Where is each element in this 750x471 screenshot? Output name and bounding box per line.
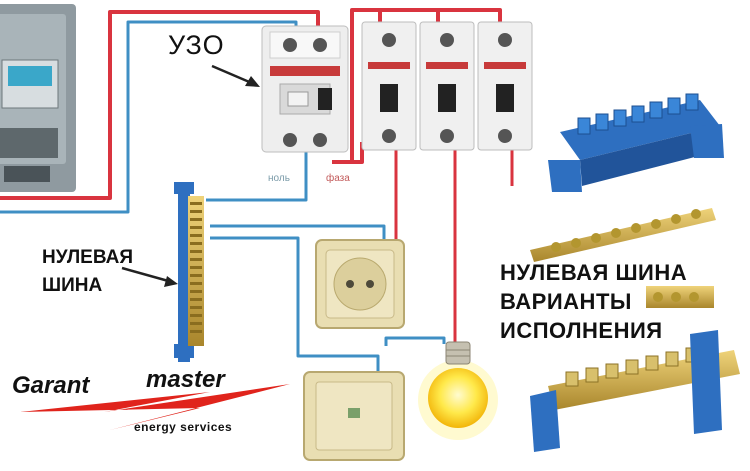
rcd-device — [261, 25, 349, 153]
zero-bus-pointer-arrow — [121, 266, 178, 287]
uzo-label: УЗО — [168, 30, 225, 60]
circuit-breaker-1 — [361, 21, 417, 151]
electricity-meter — [0, 4, 76, 192]
logo-word-master: master — [146, 366, 225, 393]
bus-variants-label: НУЛЕВАЯ ШИНА ВАРИАНТЫ ИСПОЛНЕНИЯ — [500, 258, 687, 345]
zero-bus-label-line1: НУЛЕВАЯ — [42, 247, 133, 268]
zero-bus-label-line2: ШИНА — [42, 275, 103, 296]
light-bulb — [418, 341, 498, 440]
neutral-bus-bar — [174, 182, 204, 362]
zero-wire-label: ноль — [268, 173, 290, 184]
bus-bar-screws — [190, 202, 202, 333]
logo-word-garant: Garant — [12, 372, 90, 399]
light-switch — [303, 371, 405, 461]
circuit-breaker-3 — [477, 21, 533, 151]
neutral-wires — [0, 20, 446, 376]
zero-bus-label: НУЛЕВАЯ ШИНА — [42, 244, 133, 300]
uzo-pointer-arrow — [211, 64, 260, 87]
phase-wire-label: фаза — [326, 173, 350, 184]
circuit-breaker-2 — [419, 21, 475, 151]
logo-lightning-icon — [20, 384, 290, 430]
power-socket — [315, 239, 405, 329]
bus-variants-line1: НУЛЕВАЯ ШИНА — [500, 260, 688, 285]
bus-variants-line3: ИСПОЛНЕНИЯ — [500, 318, 663, 343]
insulated-bus-bar-variant — [530, 330, 740, 452]
blue-bus-bar-variant — [548, 93, 724, 192]
bus-variants-line2: ВАРИАНТЫ — [500, 289, 632, 314]
brass-bus-bar-variant-1 — [530, 208, 716, 262]
brass-bus-bar-variant-2 — [646, 286, 714, 308]
logo-tagline: energy services — [134, 420, 233, 434]
